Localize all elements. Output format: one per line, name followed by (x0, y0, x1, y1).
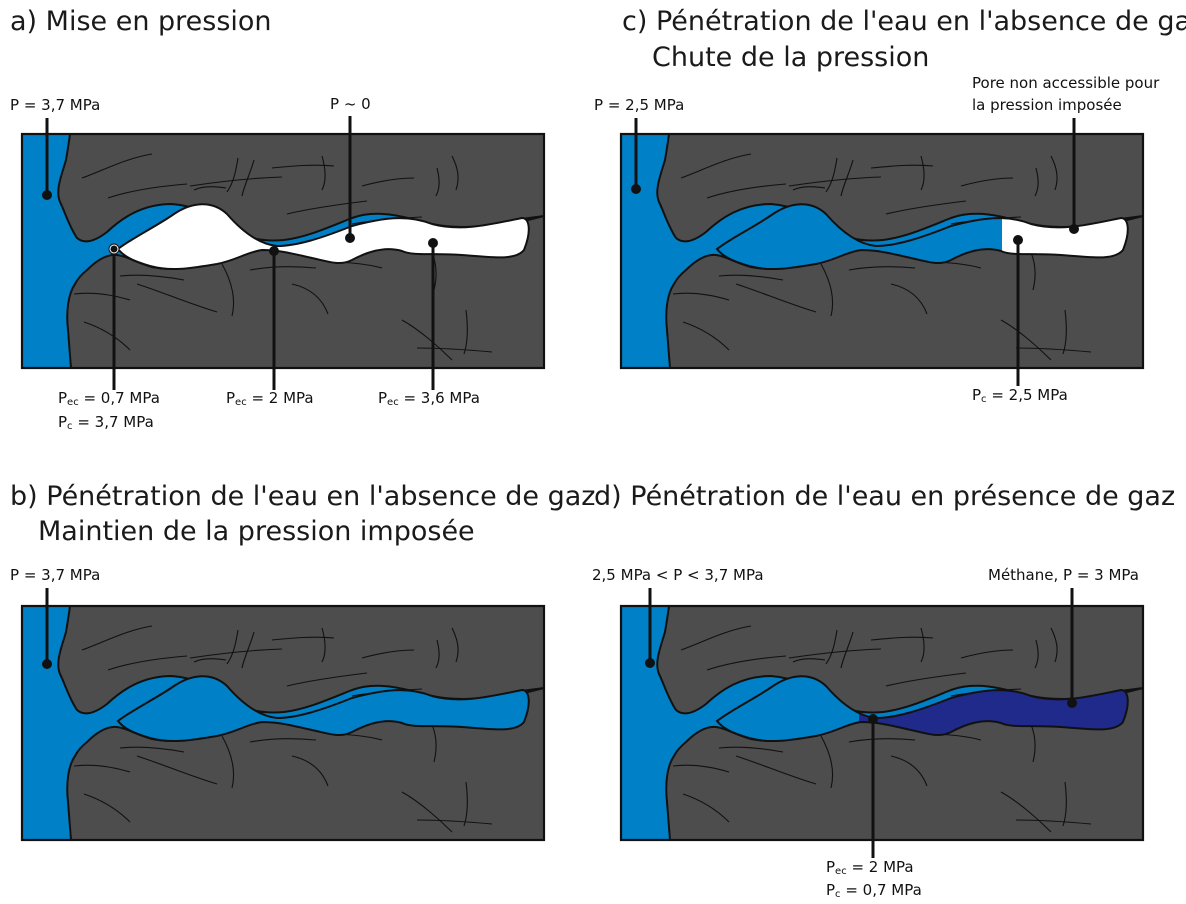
panel-d: d) Pénétration de l'eau en présence de g… (592, 481, 1175, 900)
panel-c-sample (619, 132, 1145, 370)
panel-c-title-line2: Chute de la pression (652, 42, 929, 73)
pec-label-d: Pec = 2 MPa (826, 858, 914, 877)
pressure-water-label-b: P = 3,7 MPa (10, 566, 100, 584)
inaccessible-pore-label-line1: Pore non accessible pour (972, 74, 1160, 92)
panel-c: c) Pénétration de l'eau en l'absence de … (594, 6, 1186, 405)
pressure-water-label: P = 3,7 MPa (10, 96, 100, 114)
pressure-water-label-d: 2,5 MPa < P < 3,7 MPa (592, 566, 764, 584)
panel-a-sample (20, 132, 546, 370)
panel-a: a) Mise en pression P = 3,7 MPa P ~ 0 Pe… (10, 6, 546, 432)
pressure-pore-label: P ~ 0 (330, 95, 371, 113)
panel-a-title: a) Mise en pression (10, 6, 272, 37)
panel-c-title-line1: c) Pénétration de l'eau en l'absence de … (622, 6, 1186, 37)
panel-b-sample (20, 604, 546, 842)
pc-label-d: Pc = 0,7 MPa (826, 881, 922, 900)
methane-label: Méthane, P = 3 MPa (988, 566, 1139, 584)
pc-label-1: Pc = 3,7 MPa (58, 413, 154, 432)
panel-b-title-line2: Maintien de la pression imposée (38, 516, 475, 547)
pec-label-2: Pec = 2 MPa (226, 389, 314, 408)
panel-d-sample (619, 604, 1145, 842)
pec-label-1: Pec = 0,7 MPa (58, 389, 160, 408)
pec-label-3: Pec = 3,6 MPa (378, 389, 480, 408)
pressure-water-label-c: P = 2,5 MPa (594, 96, 684, 114)
inaccessible-pore-label-line2: la pression imposée (972, 96, 1122, 114)
panel-b: b) Pénétration de l'eau en l'absence de … (10, 481, 595, 842)
panel-d-title: d) Pénétration de l'eau en présence de g… (594, 481, 1175, 512)
panel-b-title-line1: b) Pénétration de l'eau en l'absence de … (10, 481, 595, 512)
pc-label-c: Pc = 2,5 MPa (972, 386, 1068, 405)
